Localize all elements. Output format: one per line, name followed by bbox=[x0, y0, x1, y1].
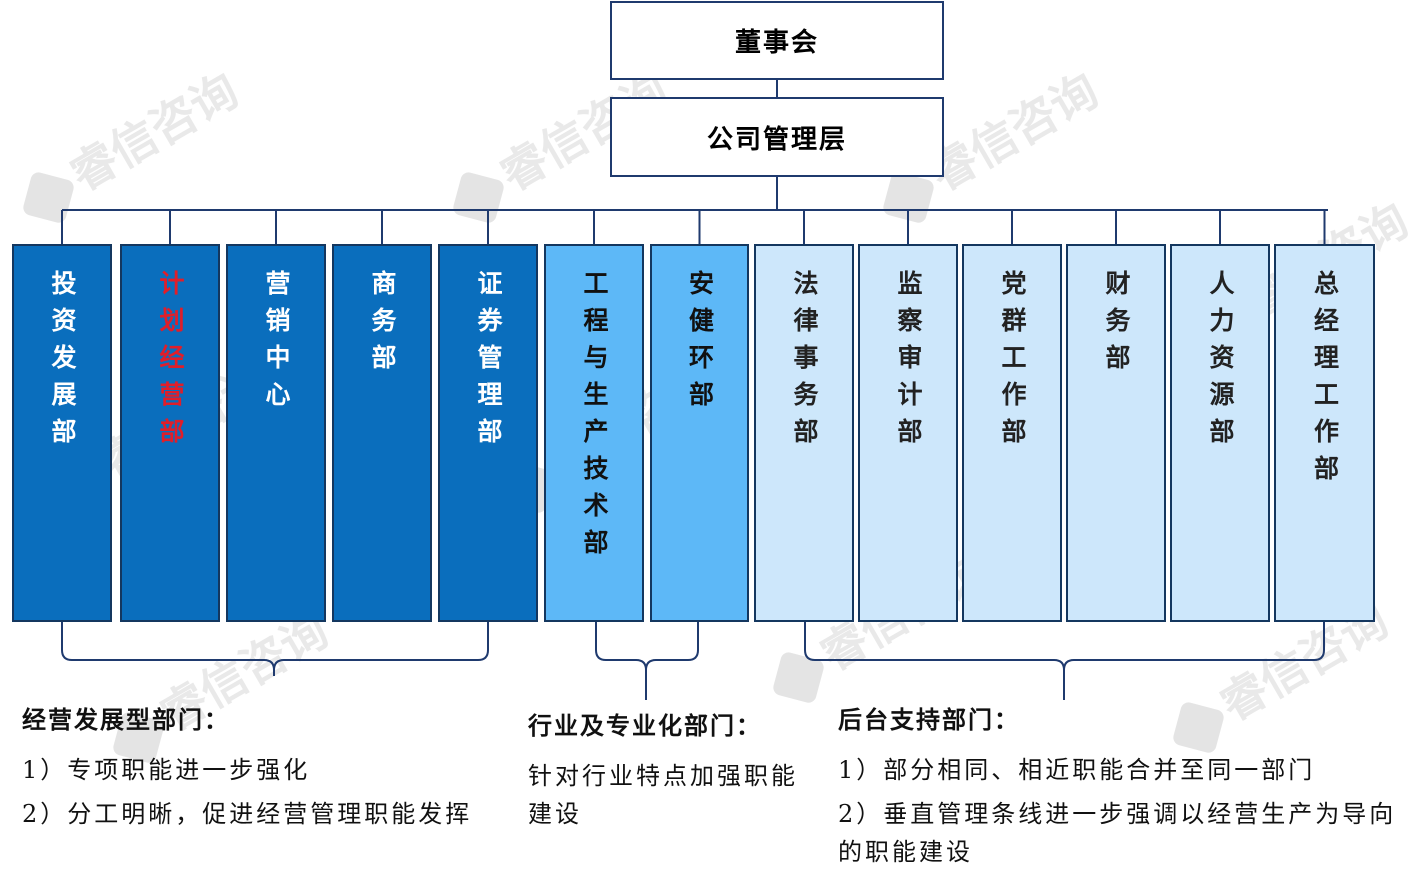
group-line: 2）垂直管理条线进一步强调以经营生产为导向的职能建设 bbox=[838, 800, 1397, 866]
department-box: 财务部 bbox=[1066, 244, 1166, 622]
brace-industry bbox=[595, 622, 699, 700]
department-label: 投资发展部 bbox=[48, 270, 77, 455]
group-industry: 行业及专业化部门： 针对行业特点加强职能建设 bbox=[528, 706, 798, 839]
board-label: 董事会 bbox=[734, 28, 819, 58]
group-business: 经营发展型部门： 1）专项职能进一步强化 2）分工明晰，促进经营管理职能发挥 bbox=[22, 700, 492, 839]
department-label: 营销中心 bbox=[262, 270, 291, 418]
group-title: 行业及专业化部门： bbox=[528, 711, 762, 740]
group-title: 经营发展型部门： bbox=[22, 705, 230, 734]
department-box: 安健环部 bbox=[650, 244, 749, 622]
department-box: 营销中心 bbox=[226, 244, 326, 622]
department-label: 党群工作部 bbox=[998, 270, 1027, 455]
department-label: 人力资源部 bbox=[1206, 270, 1235, 455]
department-box: 党群工作部 bbox=[962, 244, 1062, 622]
department-box: 计划经营部 bbox=[120, 244, 220, 622]
department-label: 计划经营部 bbox=[156, 270, 185, 455]
department-label: 法律事务部 bbox=[790, 270, 819, 455]
department-drops bbox=[61, 210, 1326, 244]
department-box: 商务部 bbox=[332, 244, 432, 622]
department-label: 证券管理部 bbox=[474, 270, 503, 455]
group-line: 2）分工明晰，促进经营管理职能发挥 bbox=[22, 800, 473, 828]
department-box: 投资发展部 bbox=[12, 244, 112, 622]
department-box: 工程与生产技术部 bbox=[544, 244, 644, 622]
department-box: 法律事务部 bbox=[754, 244, 854, 622]
group-line: 针对行业特点加强职能建设 bbox=[528, 762, 798, 828]
department-label: 财务部 bbox=[1102, 270, 1131, 381]
department-label: 监察审计部 bbox=[894, 270, 923, 455]
department-label: 商务部 bbox=[368, 270, 397, 381]
department-box: 监察审计部 bbox=[858, 244, 958, 622]
group-line: 1）专项职能进一步强化 bbox=[22, 756, 311, 784]
department-label: 工程与生产技术部 bbox=[580, 270, 609, 566]
management-box: 公司管理层 bbox=[610, 97, 944, 177]
department-box: 证券管理部 bbox=[438, 244, 538, 622]
group-title: 后台支持部门： bbox=[838, 705, 1020, 734]
brace-support bbox=[804, 622, 1325, 700]
brace-business bbox=[61, 622, 489, 676]
board-box: 董事会 bbox=[610, 1, 944, 80]
department-box: 人力资源部 bbox=[1170, 244, 1270, 622]
department-label: 总经理工作部 bbox=[1310, 270, 1340, 492]
group-support: 后台支持部门： 1）部分相同、相近职能合并至同一部门 2）垂直管理条线进一步强调… bbox=[838, 700, 1398, 877]
department-label: 安健环部 bbox=[685, 270, 715, 418]
management-label: 公司管理层 bbox=[706, 124, 847, 155]
department-box: 总经理工作部 bbox=[1274, 244, 1375, 622]
group-line: 1）部分相同、相近职能合并至同一部门 bbox=[838, 756, 1316, 784]
